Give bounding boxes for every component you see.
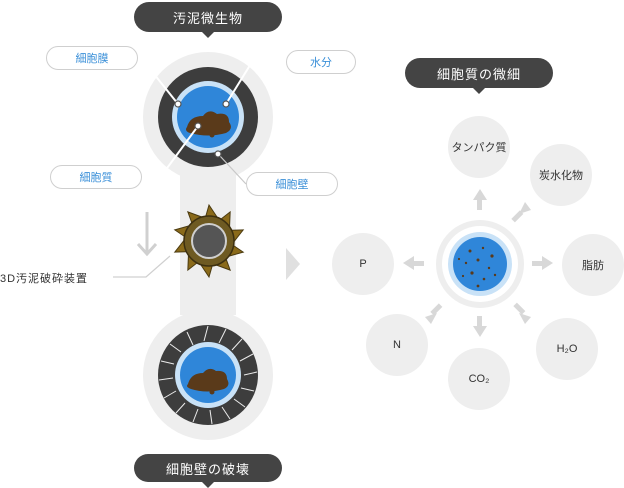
radial-arrows bbox=[403, 189, 553, 337]
node-carbohydrate: 炭水化物 bbox=[530, 144, 592, 206]
microorganism-title: 汚泥微生物 bbox=[134, 2, 282, 38]
label-cell-wall: 細胞壁 bbox=[246, 172, 338, 196]
broken-cell bbox=[143, 310, 273, 440]
node-nitrogen: N bbox=[366, 314, 428, 376]
fine-cell bbox=[436, 220, 524, 308]
cell-wall-destruction-title: 細胞壁の破壊 bbox=[134, 454, 282, 488]
microorganism-cell bbox=[143, 52, 273, 182]
cytoplasm-fine-title: 細胞質の微細 bbox=[405, 58, 553, 94]
node-co2: CO₂ bbox=[448, 348, 510, 410]
down-arrow-icon bbox=[136, 212, 158, 257]
crusher-rotor-icon bbox=[173, 203, 245, 279]
node-protein: タンパク質 bbox=[448, 116, 510, 178]
label-water: 水分 bbox=[286, 50, 356, 74]
label-cytoplasm: 細胞質 bbox=[50, 165, 142, 189]
label-crusher-device: 3D汚泥破砕装置 bbox=[0, 273, 89, 285]
label-cell-membrane: 細胞膜 bbox=[46, 46, 138, 70]
node-phosphorus: P bbox=[332, 233, 394, 295]
node-fat: 脂肪 bbox=[562, 234, 624, 296]
flow-arrow-icon bbox=[286, 248, 300, 280]
node-water: H₂O bbox=[536, 318, 598, 380]
